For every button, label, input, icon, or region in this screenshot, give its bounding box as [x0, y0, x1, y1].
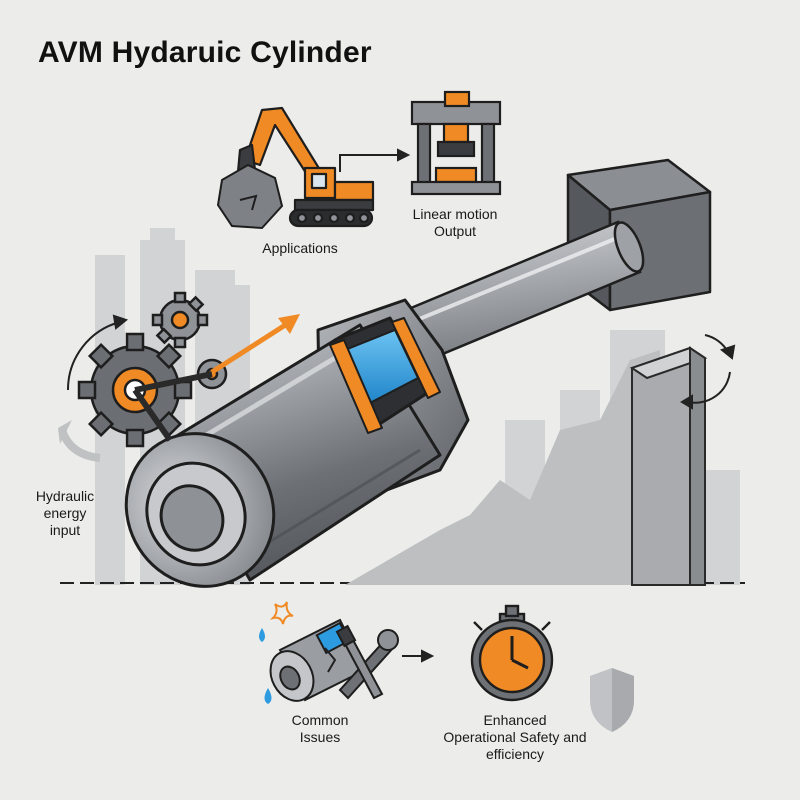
hydraulic-cylinder-icon [124, 298, 470, 588]
rock-icon [216, 163, 284, 230]
label-common-issues: Common Issues [270, 712, 370, 746]
page-title: AVM Hydaruic Cylinder [38, 36, 372, 69]
label-enhanced-line3: efficiency [485, 746, 545, 762]
excavator-icon [236, 106, 375, 228]
label-hydraulic-line1: Hydraulic [35, 488, 95, 504]
label-hydraulic-input: Hydraulic energy input [20, 488, 110, 539]
label-applications-text: Applications [262, 240, 338, 256]
label-linear-motion: Linear motion Output [400, 206, 510, 240]
label-hydraulic-line3: input [49, 522, 81, 538]
label-enhanced-safety: Enhanced Operational Safety and efficien… [425, 712, 605, 763]
rotation-arrows [66, 314, 736, 410]
label-hydraulic-line2: energy [43, 505, 87, 521]
press-icon [410, 90, 502, 196]
oil-drop-icon [259, 628, 272, 704]
input-flow-arrowhead [58, 420, 72, 444]
label-linear-motion-line1: Linear motion [412, 206, 498, 222]
label-applications: Applications [245, 240, 355, 257]
label-enhanced-line2: Operational Safety and [443, 729, 587, 745]
flow-arrow-top [339, 148, 411, 172]
gears-icon [77, 291, 228, 448]
stopwatch-icon [470, 604, 554, 702]
label-common-issues-line2: Issues [299, 729, 341, 745]
label-enhanced-line1: Enhanced [483, 712, 547, 728]
shield-icon [590, 668, 634, 732]
screwdriver-icon [335, 624, 384, 700]
label-linear-motion-line2: Output [433, 223, 477, 239]
force-arrow [210, 314, 300, 375]
spark-icon [269, 601, 294, 625]
label-common-issues-line1: Common [291, 712, 349, 728]
flow-arrow-bottom [402, 649, 435, 663]
input-flow-arrow [58, 428, 101, 462]
wall-structure [345, 346, 708, 586]
